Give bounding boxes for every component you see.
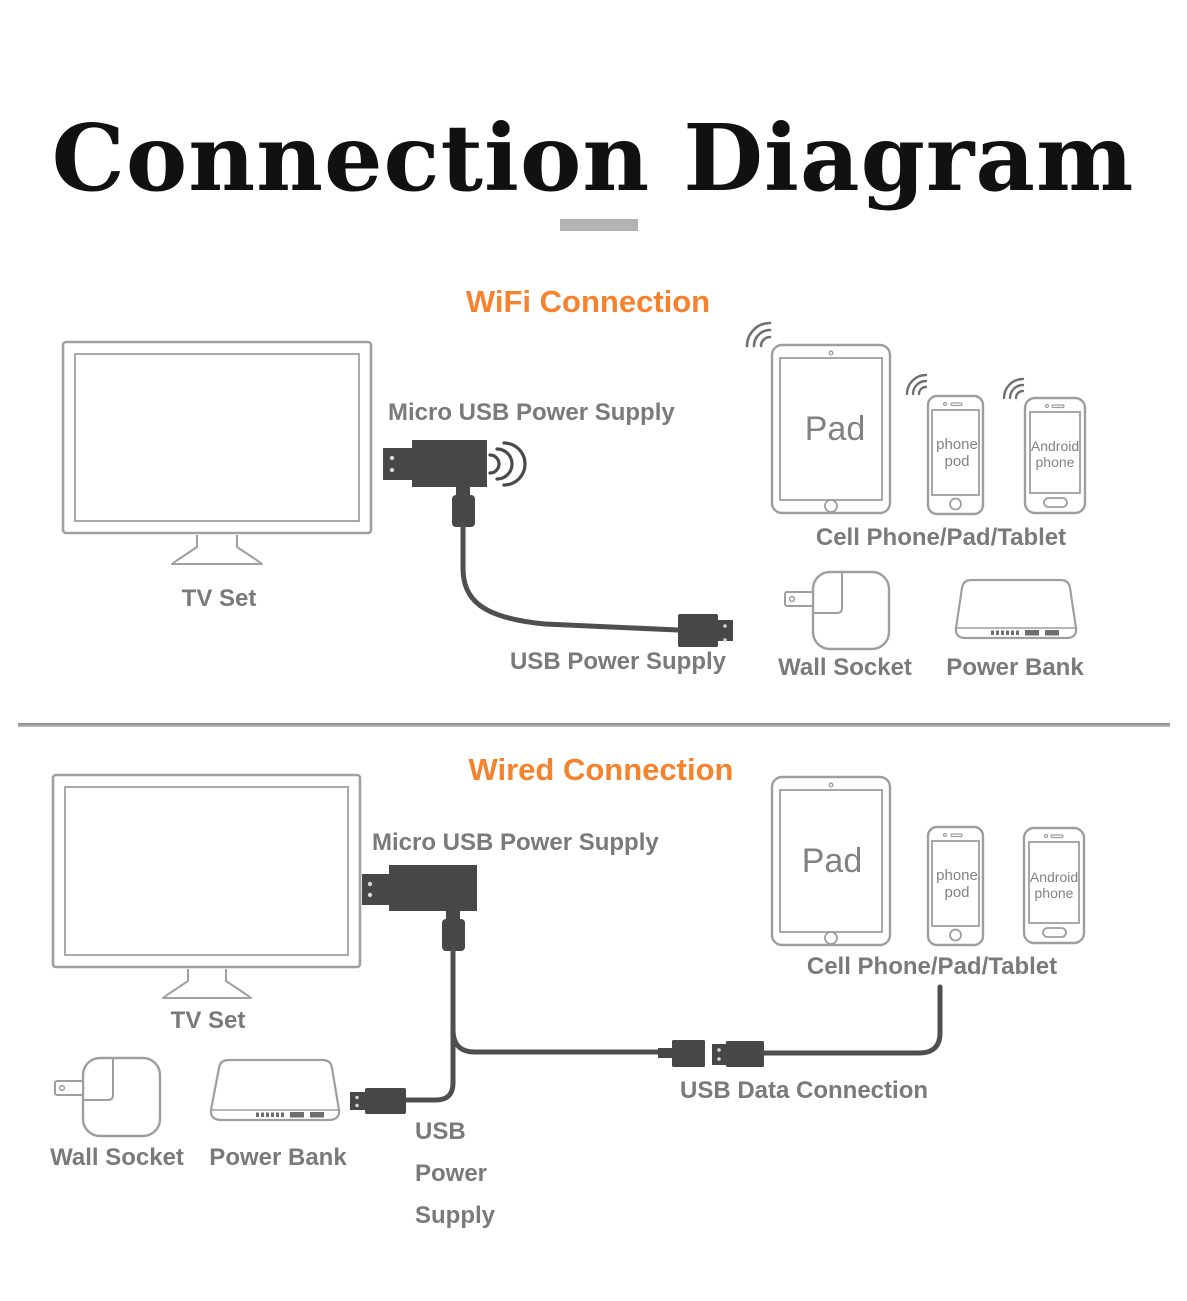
tablet-icon bbox=[770, 775, 892, 947]
iphone-screen-label-line1: phone bbox=[936, 867, 978, 884]
section-divider bbox=[18, 723, 1170, 727]
iphone-icon bbox=[926, 825, 985, 947]
usb-plug-icon bbox=[350, 1088, 406, 1114]
power-bank-icon bbox=[954, 578, 1078, 640]
usb-power-supply-label-line3: Supply bbox=[415, 1202, 496, 1229]
wifi-waves-icon bbox=[1002, 377, 1025, 400]
iphone-screen-label: phone pod bbox=[936, 436, 978, 470]
iphone-screen-label-line2: pod bbox=[944, 453, 970, 470]
tablet-icon bbox=[770, 343, 892, 515]
wall-socket-label: Wall Socket bbox=[50, 1144, 184, 1171]
usb-power-supply-label-line1: USB bbox=[415, 1118, 466, 1145]
tv-set-label: TV Set bbox=[170, 1007, 246, 1034]
power-bank-label: Power Bank bbox=[946, 654, 1084, 681]
iphone-screen-label-line2: pod bbox=[944, 884, 970, 901]
power-bank-icon bbox=[209, 1058, 341, 1122]
power-bank-label: Power Bank bbox=[209, 1144, 347, 1171]
micro-usb-power-supply-label: Micro USB Power Supply bbox=[388, 399, 675, 426]
usb-power-supply-label-line2: Power bbox=[415, 1160, 488, 1187]
pad-screen-label: Pad bbox=[804, 410, 866, 448]
tv-set-label: TV Set bbox=[181, 585, 257, 612]
wifi-waves-icon bbox=[488, 441, 527, 487]
wall-socket-label: Wall Socket bbox=[778, 654, 912, 681]
android-screen-label-line1: Android bbox=[1029, 869, 1079, 885]
wall-charger-icon bbox=[54, 1056, 162, 1138]
android-phone-icon bbox=[1023, 396, 1087, 515]
usb-plug-icon bbox=[678, 614, 733, 647]
wifi-waves-icon bbox=[905, 373, 928, 396]
title-underline bbox=[560, 219, 638, 231]
pad-screen-label: Pad bbox=[801, 842, 863, 880]
android-screen-label-line2: phone bbox=[1034, 885, 1074, 901]
android-screen-label-line2: phone bbox=[1035, 454, 1075, 470]
usb-plug-icon bbox=[712, 1041, 764, 1067]
tv-icon bbox=[51, 773, 362, 999]
android-screen-label: Android phone bbox=[1031, 438, 1079, 470]
wifi-waves-icon bbox=[745, 321, 772, 348]
android-phone-icon bbox=[1022, 826, 1086, 945]
wall-charger-icon bbox=[784, 570, 891, 651]
android-screen-label-line1: Android bbox=[1030, 438, 1080, 454]
usb-data-connection-label: USB Data Connection bbox=[679, 1077, 929, 1104]
page-title: Connection Diagram bbox=[51, 104, 1135, 212]
dongle-icon bbox=[362, 865, 477, 951]
iphone-screen-label-line1: phone bbox=[936, 436, 978, 453]
cell-phone-pad-tablet-label: Cell Phone/Pad/Tablet bbox=[815, 524, 1067, 551]
usb-data-cable bbox=[450, 947, 663, 1055]
usb-power-cable bbox=[404, 997, 456, 1103]
iphone-icon bbox=[926, 394, 985, 516]
wired-section-heading: Wired Connection bbox=[468, 752, 734, 787]
tv-icon bbox=[61, 340, 373, 565]
micro-usb-power-supply-label: Micro USB Power Supply bbox=[372, 829, 659, 856]
usb-socket-icon bbox=[658, 1040, 705, 1067]
usb-power-supply-label: USB Power Supply bbox=[509, 648, 727, 675]
dongle-icon bbox=[383, 440, 527, 527]
usb-power-cable bbox=[460, 521, 681, 633]
android-screen-label: Android phone bbox=[1030, 869, 1078, 901]
usb-data-cable bbox=[759, 984, 943, 1056]
wifi-section-heading: WiFi Connection bbox=[465, 284, 711, 319]
iphone-screen-label: phone pod bbox=[936, 867, 978, 901]
cell-phone-pad-tablet-label: Cell Phone/Pad/Tablet bbox=[806, 953, 1058, 980]
